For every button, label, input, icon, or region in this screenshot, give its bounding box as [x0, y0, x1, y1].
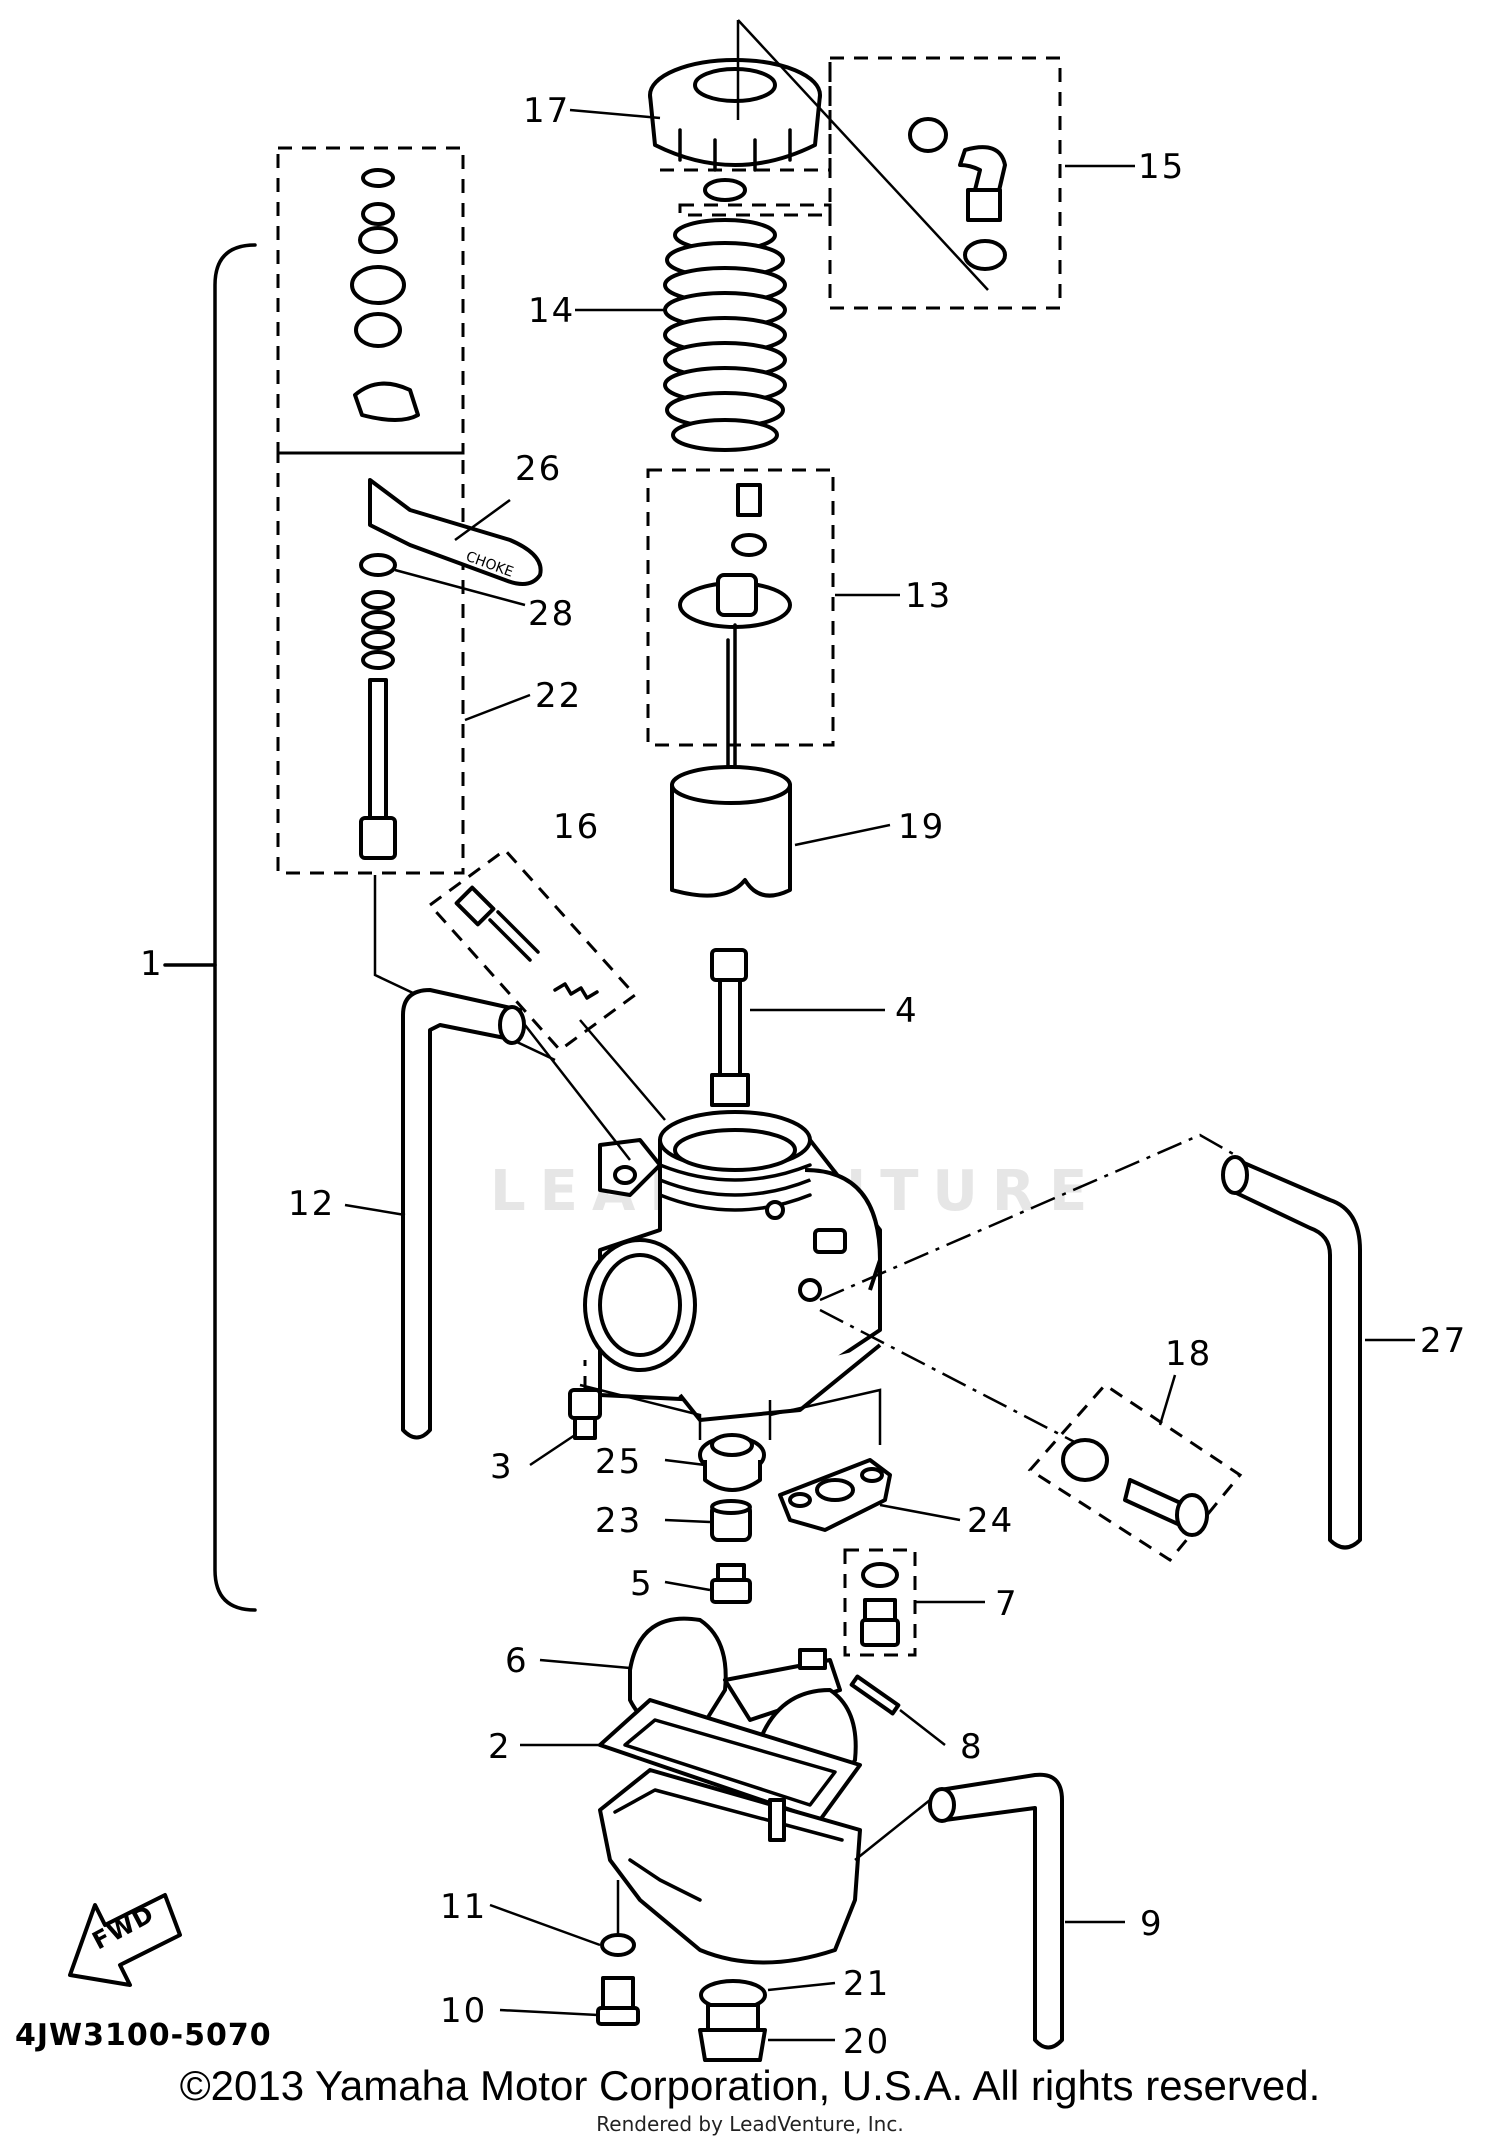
fwd-arrow-icon: FWD [68, 1893, 182, 1987]
callout-14: 14 [528, 291, 575, 331]
callout-4: 4 [895, 991, 919, 1031]
hose-part-12 [401, 988, 526, 1440]
callout-23: 23 [595, 1501, 642, 1541]
callout-10: 10 [440, 1991, 487, 2031]
drain-plug-part-20 [698, 2003, 767, 2062]
callout-22: 22 [535, 676, 582, 716]
bracket-1 [213, 243, 257, 1612]
callout-17: 17 [523, 91, 570, 131]
callout-15: 15 [1138, 147, 1185, 187]
callout-7: 7 [995, 1584, 1019, 1624]
float-bowl [598, 1768, 862, 1965]
screw-part-3 [568, 1388, 602, 1440]
spring-part-14 [663, 218, 787, 452]
throttle-valve-part-19 [670, 765, 792, 898]
valve-seat-part-25 [698, 1433, 766, 1492]
needle-jet-part-4 [710, 948, 750, 1107]
callout-21: 21 [843, 1964, 890, 2004]
throttle-stop-screw-part-18 [1061, 1438, 1209, 1537]
plate-part-24 [778, 1458, 892, 1532]
callout-26: 26 [515, 449, 562, 489]
callout-24: 24 [967, 1501, 1014, 1541]
callout-18: 18 [1165, 1334, 1212, 1374]
callout-13: 13 [905, 576, 952, 616]
air-screw-part-16 [454, 885, 599, 1000]
callout-16: 16 [553, 807, 600, 847]
callout-28: 28 [528, 594, 575, 634]
callout-6: 6 [505, 1641, 529, 1681]
callout-12: 12 [288, 1184, 335, 1224]
jet-part-5 [710, 1563, 752, 1604]
washer-part-28 [359, 553, 397, 577]
callout-20: 20 [843, 2022, 890, 2062]
screw-part-10 [596, 1976, 640, 2026]
carburetor-body [583, 1110, 882, 1422]
choke-lever-part-26: CHOKE [368, 478, 543, 586]
gasket-part-2 [598, 1698, 862, 1822]
copyright-notice: ©2013 Yamaha Motor Corporation, U.S.A. A… [179, 2062, 1321, 2109]
callout-8: 8 [960, 1727, 984, 1767]
callout-2: 2 [488, 1727, 512, 1767]
callout-9: 9 [1140, 1904, 1164, 1944]
washer-part-11 [600, 1933, 636, 1957]
callout-25: 25 [595, 1442, 642, 1482]
jet-set-part-7 [860, 1562, 900, 1647]
callout-1: 1 [140, 944, 164, 984]
pin-part-8 [849, 1674, 901, 1716]
rendered-by-notice: Rendered by LeadVenture, Inc. [596, 2112, 904, 2136]
callout-19: 19 [898, 807, 945, 847]
hose-part-9 [928, 1772, 1064, 2050]
top-cap-part-17 [648, 58, 822, 172]
callout-5: 5 [630, 1564, 654, 1604]
callout-11: 11 [440, 1887, 487, 1927]
choke-plunger-part-22 [350, 168, 420, 860]
hose-part-27 [1221, 1155, 1362, 1550]
callout-3: 3 [490, 1447, 514, 1487]
part-code: 4JW3100-5070 [15, 2018, 272, 2053]
fuel-fitting-part-15 [908, 117, 1007, 271]
spacer-part-23 [710, 1499, 752, 1542]
callout-27: 27 [1420, 1321, 1467, 1361]
